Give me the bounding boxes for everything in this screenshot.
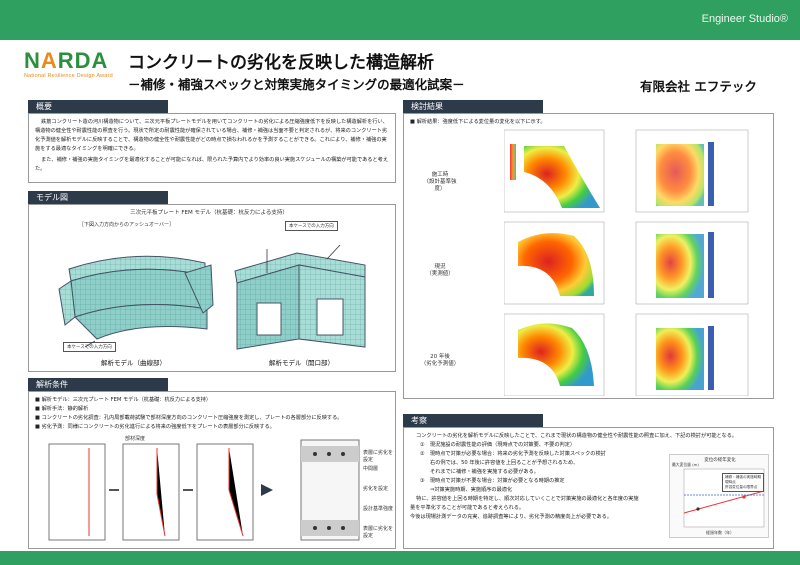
discussion-item-2: ② 現時点で対策が必要な場合：将来の劣化予測を反映した対策スペックの検討 bbox=[420, 451, 606, 457]
overview-paragraph-2: また、補修・補強の実施タイミングを最適化することが可能になれば、限られた予算内で… bbox=[35, 157, 389, 172]
discussion-item-3: 右の例では、50 年後に許容値を上回ることが予想されるため、 bbox=[430, 460, 579, 466]
company-name: 有限会社 エフテック bbox=[640, 79, 757, 94]
overview-paragraph-1: 鉄筋コンクリート造の河川構造物について、三次元平板プレートモデルを用いてコンクリ… bbox=[35, 119, 388, 152]
contour-row-3 bbox=[504, 313, 749, 396]
caption-opening: 解析モデル（開口部） bbox=[269, 359, 334, 367]
logo-wordmark: NARDA bbox=[24, 48, 109, 73]
displacement-trend-chart: 変位の経年変化 最大変位量 (m) 補修・補強の実施時期 現時点 許容変位量の限… bbox=[669, 454, 769, 538]
fem-models-figure bbox=[58, 244, 366, 350]
chart-plot bbox=[683, 468, 765, 528]
model-figure-title: 三次元平板プレート FEM モデル（杭基礎：杭反力による支持） bbox=[130, 210, 288, 216]
chart-title: 変位の経年変化 bbox=[704, 458, 736, 463]
conditions-panel: ■ 解析モデル：三次元プレート FEM モデル（杭基礎：杭反力による支持） ■ … bbox=[28, 391, 396, 549]
overview-heading: 概要 bbox=[28, 100, 168, 113]
results-panel: ■ 解析結果：強度低下による変位量の変化を以下に示す。 施工時（設計基準強度） … bbox=[403, 113, 774, 399]
strength-profile-figure bbox=[48, 439, 360, 541]
condition-item-3: ■ コンクリートの劣化調査：孔内局部載荷試験で部材深度方向のコンクリート圧縮強度… bbox=[35, 415, 343, 421]
discussion-list: ① 現況施設の耐震性能の評価（現時点での対策要、不要の判定） ② 現時点で対策が… bbox=[420, 441, 635, 495]
result-row-label-3: 20 年後（劣化予測値） bbox=[420, 354, 460, 367]
profile-panel-3 bbox=[196, 443, 254, 541]
condition-item-4: ■ 劣化予測：同様にコンクリートの劣化進行による将来の強度低下をプレートの表層部… bbox=[35, 424, 275, 430]
discussion-conclusion-1: 特に、許容値を上回る時期を特定し、順次対応していくことで対策実施の最適化と各年度… bbox=[410, 496, 639, 511]
narda-logo: NARDA National Resilience Design Award bbox=[24, 50, 124, 82]
condition-item-1: ■ 解析モデル：三次元プレート FEM モデル（杭基礎：杭反力による支持） bbox=[35, 397, 212, 403]
result-row-label-2: 現況（実測値） bbox=[426, 264, 454, 277]
discussion-item-5: ③ 現時点で対策が不要な場合：対策が必要となる時期の推定 bbox=[420, 478, 565, 484]
section-label-2: 中間層 bbox=[363, 466, 379, 472]
condition-item-2: ■ 解析手法：静的解析 bbox=[35, 406, 89, 412]
model-heading: モデル図 bbox=[28, 191, 168, 204]
discussion-lead: コンクリートの劣化を解析モデルに反映したことで、これまで現状の構造物の健全性や耐… bbox=[416, 433, 738, 439]
studio-label: Engineer Studio® bbox=[701, 13, 788, 25]
discussion-panel: コンクリートの劣化を解析モデルに反映したことで、これまで現状の構造物の健全性や耐… bbox=[403, 427, 774, 549]
results-lead: ■ 解析結果：強度低下による変位量の変化を以下に示す。 bbox=[410, 119, 546, 125]
logo-tagline: National Resilience Design Award bbox=[24, 73, 113, 79]
section-label-5: 表層に劣化を設定 bbox=[363, 526, 394, 539]
top-banner: Engineer Studio® bbox=[0, 0, 800, 40]
discussion-conclusion-2: 今後は現場計測データの充実、追跡調査等により、劣化予測の精度向上が必要である。 bbox=[410, 514, 612, 520]
displacement-contour-figures bbox=[504, 129, 749, 396]
discussion-item-1: ① 現況施設の耐震性能の評価（現時点での対策要、不要の判定） bbox=[420, 442, 576, 448]
discussion-item-6: ⇒対策実施時期、実施順序の最適化 bbox=[430, 487, 513, 493]
curved-model bbox=[58, 255, 214, 340]
page-title: コンクリートの劣化を反映した構造解析 bbox=[128, 53, 434, 73]
chart-ylabel: 最大変位量 (m) bbox=[672, 462, 699, 467]
depth-label: 部材深度 bbox=[124, 436, 145, 442]
model-figure-sub: ［下図入力方向からのアッシュオーバー］ bbox=[79, 222, 174, 228]
bottom-banner bbox=[0, 551, 800, 565]
result-row-label-1: 施工時（設計基準強度） bbox=[423, 172, 457, 192]
chart-legend: 補修・補強の実施時期 現時点 許容変位量の限界点 bbox=[722, 473, 764, 492]
results-heading: 検討結果 bbox=[403, 100, 543, 113]
input-direction-note-right: 本ケースでの入力方向 bbox=[285, 221, 338, 231]
opening-model bbox=[234, 244, 366, 350]
discussion-item-4: それまでに補修・補強を実施する必要がある。 bbox=[430, 469, 539, 475]
model-panel: 三次元平板プレート FEM モデル（杭基礎：杭反力による支持） ［下図入力方向か… bbox=[28, 204, 396, 372]
profile-panel-2 bbox=[122, 443, 180, 541]
section-label-3: 劣化を設定 bbox=[363, 486, 389, 492]
profile-panel-1 bbox=[48, 443, 106, 541]
section-label-4: 設計基準強度 bbox=[363, 506, 394, 512]
conditions-heading: 解析条件 bbox=[28, 378, 168, 391]
page-subtitle: －補修・補強スペックと対策実施タイミングの最適化試案－ bbox=[128, 77, 465, 92]
chart-xlabel: 経過年数（年） bbox=[706, 530, 734, 535]
caption-curved: 解析モデル（曲線部） bbox=[101, 359, 166, 367]
contour-row-2 bbox=[504, 221, 749, 305]
plate-section bbox=[300, 439, 360, 541]
section-label-1: 表層に劣化を設定 bbox=[363, 450, 394, 463]
discussion-heading: 考察 bbox=[403, 414, 543, 427]
contour-row-1 bbox=[504, 129, 749, 213]
overview-panel: 鉄筋コンクリート造の河川構造物について、三次元平板プレートモデルを用いてコンクリ… bbox=[28, 113, 396, 183]
input-direction-note-left: 本ケースでの入力方向 bbox=[63, 342, 116, 352]
